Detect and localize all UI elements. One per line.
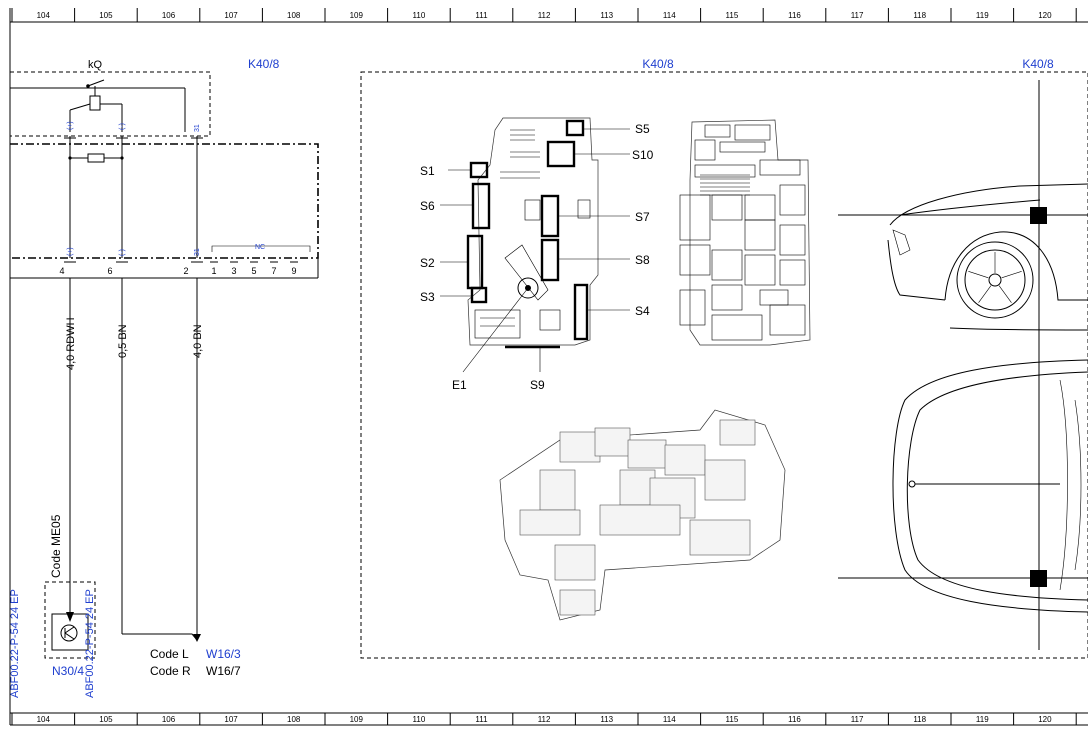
fuse-label-s10: S10 [632, 148, 654, 162]
grid-column-label: 118 [913, 715, 926, 724]
grid-column-label: 106 [162, 715, 176, 724]
relay-label: kQ [88, 59, 103, 71]
grid-column-label: 110 [413, 11, 426, 20]
grid-column-label: 116 [788, 11, 801, 20]
sensor-ref: N30/4 [52, 664, 84, 678]
grid-column-label: 104 [37, 11, 51, 20]
code-r-ref: W16/7 [206, 664, 241, 678]
grid-column-label: 115 [726, 11, 739, 20]
sensor-n30-4: N30/4 ABF00.22-P-54 24 EP ABF00.22-P-54 … [9, 581, 96, 698]
wire-label-bn-thick: 4,0 BN [192, 324, 204, 358]
sensor-doc-left: ABF00.22-P-54 24 EP [9, 589, 21, 698]
grid-column-label: 109 [350, 715, 364, 724]
grid-column-label: 106 [162, 11, 176, 20]
fuse-label-e1: E1 [452, 378, 467, 392]
grid-column-label: 120 [1038, 11, 1052, 20]
relay-pin-31: 31 [194, 124, 201, 132]
grid-column-label: 112 [538, 715, 551, 724]
fusebox-isometric-view [499, 409, 786, 621]
connector-pin-number: 4 [59, 266, 64, 276]
vehicle-top-view [838, 359, 1088, 613]
grid-column-label: 115 [726, 715, 739, 724]
sensor-doc-right: ABF00.22-P-54 24 EP [84, 589, 96, 698]
component-ref-center: K40/8 [642, 57, 674, 71]
fuse-label-s4: S4 [635, 304, 650, 318]
code-references: Code L W16/3 Code R W16/7 [150, 647, 241, 678]
location-panel: K40/8 K40/8 [360, 57, 1088, 659]
grid-column-label: 114 [663, 11, 676, 20]
grid-column-label: 120 [1038, 715, 1052, 724]
fuse-label-s7: S7 [635, 210, 650, 224]
connector-pin-number: 1 [211, 266, 216, 276]
fusebox-top-view: S5 S10 S1 S6 S7 S2 S8 S3 S4 E1 S9 [420, 117, 654, 392]
grid-column-label: 111 [475, 11, 488, 20]
fuse-label-s2: S2 [420, 256, 435, 270]
fuse-label-s5: S5 [635, 122, 650, 136]
grid-column-label: 119 [976, 715, 989, 724]
connector-pin-number: 9 [291, 266, 296, 276]
component-ref-left: K40/8 [248, 57, 280, 71]
grid-column-label: 118 [913, 11, 926, 20]
fuse-label-s1: S1 [420, 164, 435, 178]
grid-column-label: 111 [475, 715, 488, 724]
code-l-label: Code L [150, 647, 189, 661]
grid-column-label: 108 [287, 11, 301, 20]
fuse-label-s9: S9 [530, 378, 545, 392]
grid-column-label: 119 [976, 11, 989, 20]
connector-pin-number: 5 [251, 266, 256, 276]
control-unit-box: NC (+) (-) 31 4 6 2 1 3 5 7 9 [9, 136, 319, 279]
component-ref-right: K40/8 [1022, 57, 1054, 71]
connector-pin-31: 31 [194, 248, 201, 256]
connector-pin-number: 6 [107, 266, 112, 276]
grid-column-label: 108 [287, 715, 301, 724]
connector-pin-numbers: 4 6 2 1 3 5 7 9 [59, 266, 296, 276]
fuse-label-s3: S3 [420, 290, 435, 304]
connector-pin-plus: (+) [67, 247, 74, 256]
wire-label-rdwh: 4,0 RDWH [65, 317, 77, 370]
grid-column-label: 109 [350, 11, 364, 20]
grid-column-label: 113 [600, 11, 613, 20]
fusebox-bottom-view [679, 119, 811, 346]
grid-column-label: 117 [851, 715, 864, 724]
grid-column-label: 117 [851, 11, 864, 20]
relay-pin-minus: (-) [119, 123, 126, 130]
connector-nc: NC [255, 244, 265, 251]
grid-column-label: 113 [600, 715, 613, 724]
grid-column-label: 110 [413, 715, 426, 724]
grid-column-label: 107 [224, 715, 238, 724]
grid-column-label: 105 [99, 715, 113, 724]
grid-column-label: 114 [663, 715, 676, 724]
grid-column-label: 107 [224, 11, 238, 20]
vehicle-side-view [838, 183, 1088, 331]
connector-pin-number: 7 [271, 266, 276, 276]
code-me05-label: Code ME05 [49, 514, 63, 578]
connector-pin-minus: (-) [119, 249, 126, 256]
connector-pin-number: 3 [231, 266, 236, 276]
grid-column-label: 104 [37, 715, 51, 724]
grid-column-label: 105 [99, 11, 113, 20]
relay-pin-plus: (+) [67, 121, 74, 130]
wire-label-bn-thin: 0,5 BN [117, 324, 129, 358]
grid-ruler-bottom: 104 105 106 107 108 109 110 111 112 113 114 115 116 1… [10, 712, 1088, 726]
fuse-label-s6: S6 [420, 199, 435, 213]
grid-column-label: 112 [538, 11, 551, 20]
grid-column-label: 116 [788, 715, 801, 724]
code-l-ref: W16/3 [206, 647, 241, 661]
wire-runs: 4,0 RDWH 0,5 BN 4,0 BN [65, 278, 204, 642]
code-r-label: Code R [150, 664, 191, 678]
fuse-label-s8: S8 [635, 253, 650, 267]
relay-kq: kQ (+) (-) 31 [9, 59, 211, 137]
grid-ruler-top: 104 105 106 107 108 109 110 111 112 113 114 115 116 1… [10, 8, 1088, 23]
connector-pin-number: 2 [183, 266, 188, 276]
